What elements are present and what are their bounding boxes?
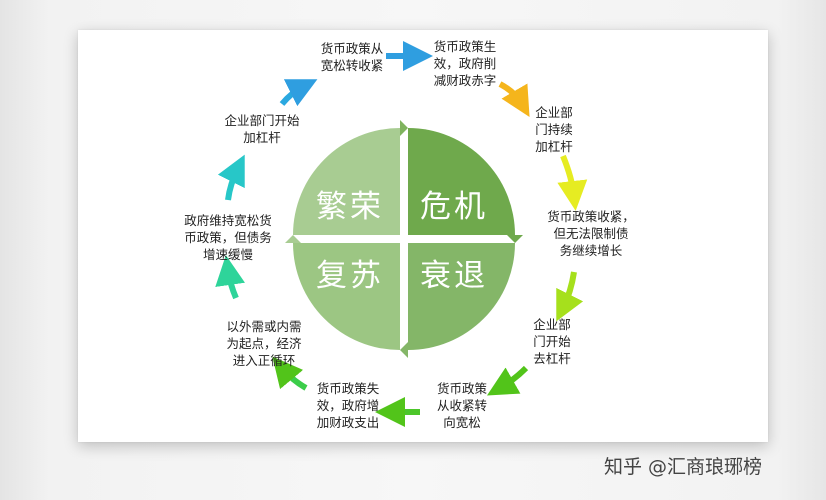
quadrant-crisis xyxy=(408,128,515,235)
arrow-9 xyxy=(217,154,245,201)
quadrant-label-prosperity: 繁荣 xyxy=(316,189,384,225)
step-label: 以外需或内需 为起点，经济 进入正循环 xyxy=(226,319,302,368)
cycle-arrows xyxy=(215,41,588,427)
arrow-3 xyxy=(557,154,588,211)
step-label: 政府维持宽松货 币政策，但债务 增速缓慢 xyxy=(184,213,272,262)
quadrant-prosperity xyxy=(293,128,400,235)
arrow-5 xyxy=(486,365,529,396)
arrow-4 xyxy=(556,271,584,322)
quadrant-recession xyxy=(408,243,515,350)
step-label: 货币政策 从收紧转 向宽松 xyxy=(436,381,487,430)
arrow-7 xyxy=(272,356,308,391)
step-label: 企业部 门开始 去杠杆 xyxy=(533,317,571,366)
step-label: 企业部 门持续 加杠杆 xyxy=(535,105,573,154)
arrow-2 xyxy=(498,81,530,117)
step-label: 货币政策生 效，政府削 减财政赤字 xyxy=(433,39,497,88)
quadrant-circle xyxy=(285,120,523,358)
arrow-10 xyxy=(279,79,318,107)
step-label: 货币政策从 宽松转收紧 xyxy=(320,41,384,73)
step-label: 货币政策失 效，政府增 加财政支出 xyxy=(316,381,380,430)
step-label: 货币政策收紧， 但无法限制债 务继续增长 xyxy=(547,209,635,258)
quadrant-label-recession: 衰退 xyxy=(420,258,488,294)
quadrant-label-crisis: 危机 xyxy=(420,189,488,225)
quadrant-recovery xyxy=(293,243,400,350)
diagram-card xyxy=(78,30,768,442)
watermark: 知乎 @汇商琅琊榜 xyxy=(604,456,763,478)
arrow-8 xyxy=(215,255,245,300)
quadrant-label-recovery: 复苏 xyxy=(316,258,384,294)
step-label: 企业部门开始 加杠杆 xyxy=(224,113,300,145)
